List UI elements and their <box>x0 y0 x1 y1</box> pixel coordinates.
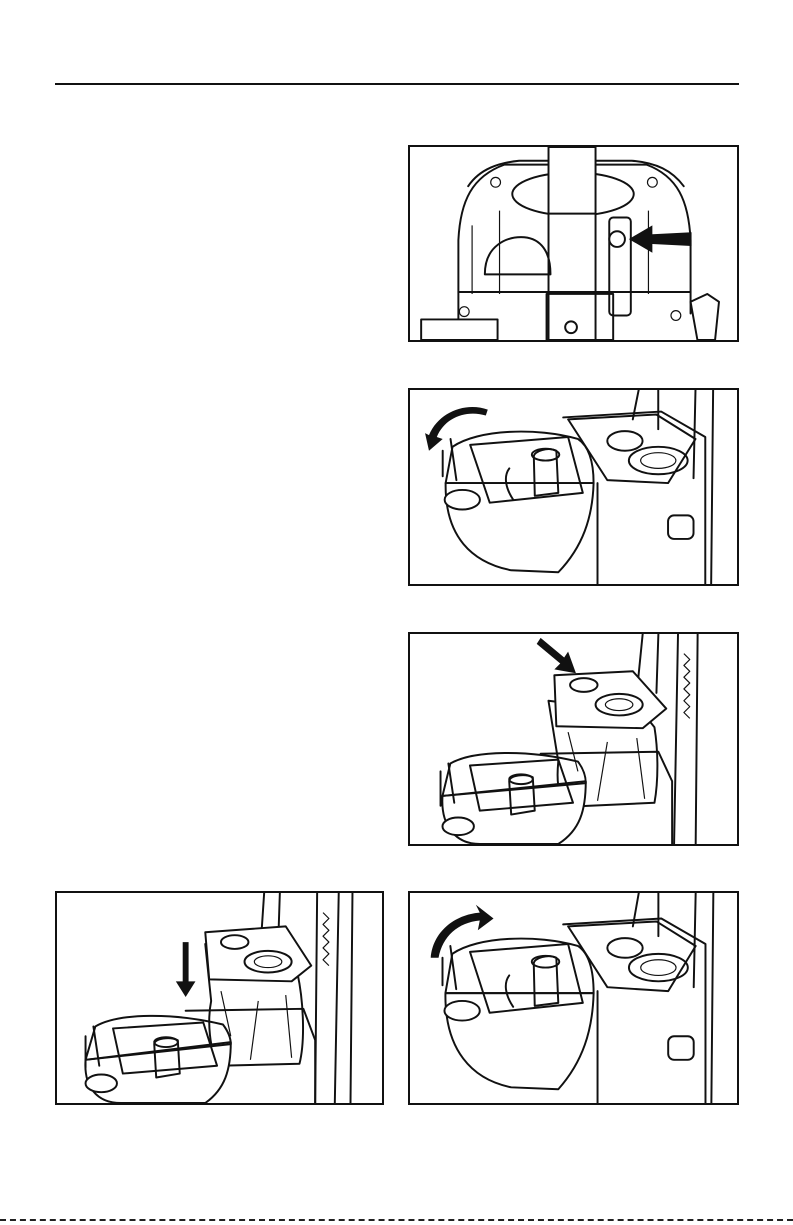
header-rule <box>55 83 739 85</box>
cut-line <box>0 1219 793 1221</box>
close-door-illustration <box>410 893 737 1103</box>
figure-open-door <box>408 388 739 586</box>
insert-bag-illustration <box>57 893 382 1103</box>
vacuum-top-illustration <box>410 147 737 340</box>
figure-remove-bag <box>408 632 739 846</box>
figure-insert-bag <box>55 891 384 1105</box>
open-door-illustration <box>410 390 737 584</box>
figure-close-door <box>408 891 739 1105</box>
remove-bag-illustration <box>410 634 737 844</box>
figure-release-button <box>408 145 739 342</box>
